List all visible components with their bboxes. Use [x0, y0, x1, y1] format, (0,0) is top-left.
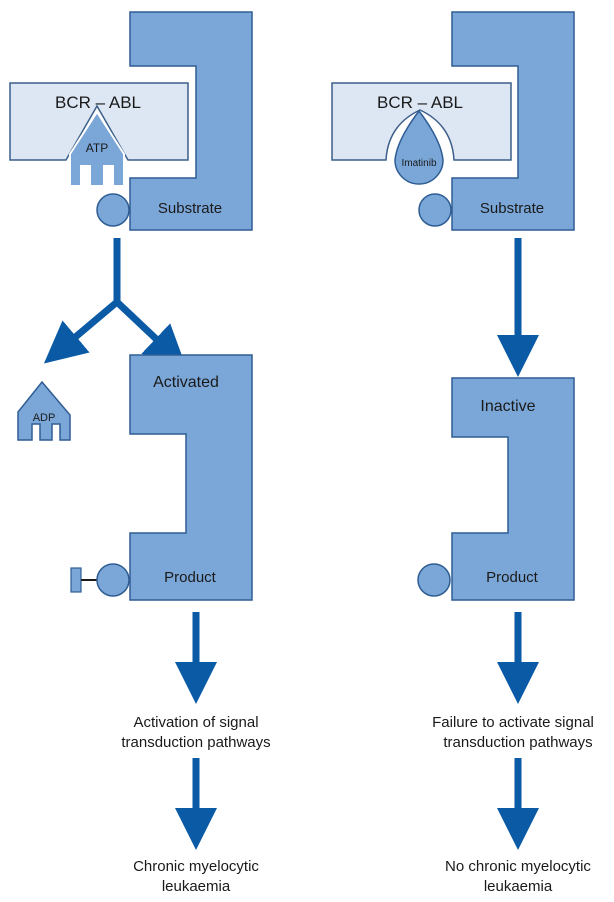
left-substrate-protein	[129, 11, 253, 231]
left-product-protein	[129, 354, 253, 601]
left-product-site	[96, 563, 130, 597]
adp-label: ADP	[33, 412, 56, 424]
right-panel: BCR – ABL Imatinib Substrate Inactive Pr…	[331, 11, 594, 895]
left-product-label: Product	[164, 569, 217, 586]
phosphate-group	[70, 567, 82, 593]
right-outcome1-line1: Failure to activate signal	[432, 714, 594, 731]
right-substrate-label: Substrate	[480, 200, 544, 217]
left-outcome2-line2: leukaemia	[162, 878, 231, 895]
inactive-label: Inactive	[480, 398, 535, 415]
right-product-label: Product	[486, 569, 539, 586]
atp-molecule	[69, 110, 125, 187]
left-outcome2-line1: Chronic myelocytic	[133, 858, 259, 875]
left-branch-arrow	[43, 238, 187, 368]
right-outcome1-line2: transduction pathways	[443, 734, 592, 751]
left-outcome1-line1: Activation of signal	[133, 714, 258, 731]
left-substrate-site	[96, 193, 130, 227]
right-product-site	[417, 563, 451, 597]
right-outcome2-line2: leukaemia	[484, 878, 553, 895]
atp-label: ATP	[86, 141, 108, 155]
left-substrate-label: Substrate	[158, 200, 222, 217]
right-product-protein	[451, 377, 575, 601]
imatinib-label: Imatinib	[401, 158, 436, 169]
right-outcome2-line1: No chronic myelocytic	[445, 858, 591, 875]
right-bcr-abl-label: BCR – ABL	[377, 93, 463, 112]
right-substrate-site	[418, 193, 452, 227]
left-panel: BCR – ABL ATP Substrate ADP Activated Pr…	[9, 11, 271, 895]
left-bcr-abl-kinase	[9, 82, 189, 161]
right-bcr-abl-kinase	[331, 82, 512, 161]
left-bcr-abl-label: BCR – ABL	[55, 93, 141, 112]
activated-label: Activated	[153, 374, 219, 391]
right-substrate-protein	[451, 11, 575, 231]
left-outcome1-line2: transduction pathways	[121, 734, 270, 751]
adp-molecule	[17, 380, 71, 441]
imatinib-molecule	[394, 109, 444, 185]
